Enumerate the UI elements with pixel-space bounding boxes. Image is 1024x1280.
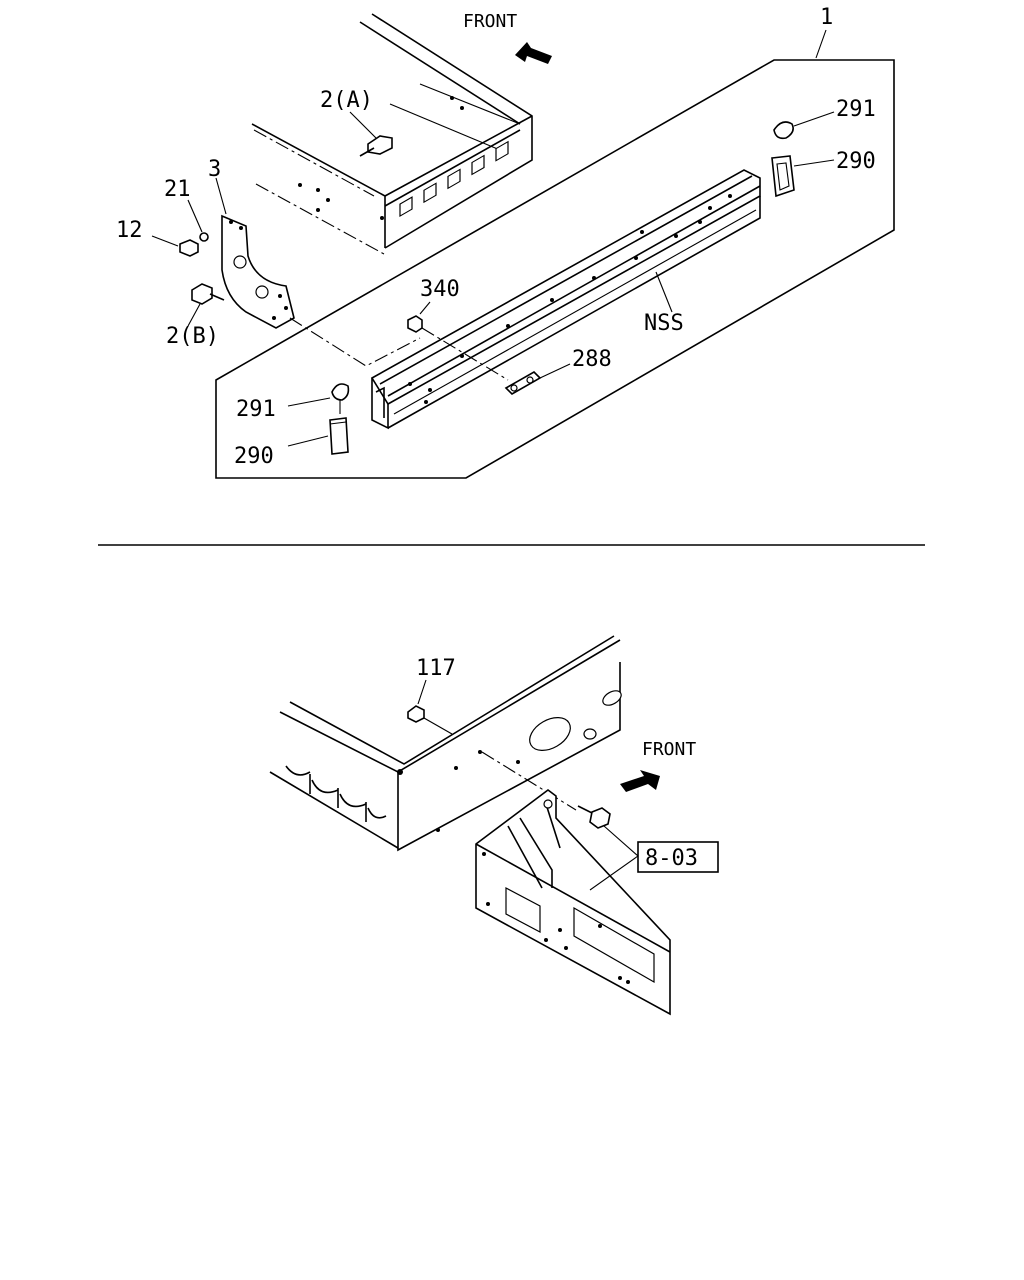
callout-2b: 2(B) bbox=[166, 324, 219, 349]
reference-label-8-03: 8-03 bbox=[645, 846, 698, 871]
chassis-frame-rail-bottom bbox=[269, 635, 622, 852]
front-label-top: FRONT bbox=[463, 11, 517, 32]
callout-2a: 2(A) bbox=[320, 88, 373, 113]
cap-291-top-icon bbox=[773, 121, 794, 140]
long-member-nss bbox=[370, 169, 761, 430]
reference-box-8-03[interactable] bbox=[637, 841, 719, 873]
washer-21-icon bbox=[199, 232, 209, 242]
callout-117: 117 bbox=[416, 656, 456, 681]
front-label-bottom: FRONT bbox=[642, 739, 696, 760]
callout-21: 21 bbox=[164, 177, 191, 202]
callout-nss: NSS bbox=[644, 311, 684, 336]
nut-117-icon bbox=[407, 705, 425, 723]
crossmember-bracket bbox=[475, 789, 671, 1016]
callout-291-top: 291 bbox=[836, 97, 876, 122]
bottom-assembly-view: 117 FRONT bbox=[269, 635, 719, 1016]
cap-291-bottom-icon bbox=[331, 383, 350, 401]
callout-3: 3 bbox=[208, 157, 221, 182]
top-assembly-view: FRONT bbox=[116, 5, 895, 479]
sleeve-290-top-icon bbox=[771, 155, 795, 198]
bolt-2b-icon bbox=[191, 283, 225, 305]
callout-340: 340 bbox=[420, 277, 460, 302]
plate-288 bbox=[504, 371, 542, 395]
callout-290-bottom: 290 bbox=[234, 444, 274, 469]
front-arrow-top-icon bbox=[515, 42, 552, 64]
nut-340-icon bbox=[407, 315, 423, 333]
chassis-frame-rail-top bbox=[251, 13, 533, 255]
assembly-1-boundary bbox=[215, 59, 895, 479]
bracket-3 bbox=[221, 214, 295, 329]
callout-1: 1 bbox=[820, 5, 833, 30]
nut-12-icon bbox=[179, 239, 199, 257]
front-arrow-bottom-icon bbox=[620, 770, 660, 792]
callout-291-bottom: 291 bbox=[236, 397, 276, 422]
callout-288: 288 bbox=[572, 347, 612, 372]
bolt-2a-icon bbox=[359, 135, 393, 157]
bolt-bottom-icon bbox=[577, 805, 611, 829]
callout-290-top: 290 bbox=[836, 149, 876, 174]
callout-12: 12 bbox=[116, 218, 143, 243]
sleeve-290-bottom-icon bbox=[329, 417, 349, 455]
